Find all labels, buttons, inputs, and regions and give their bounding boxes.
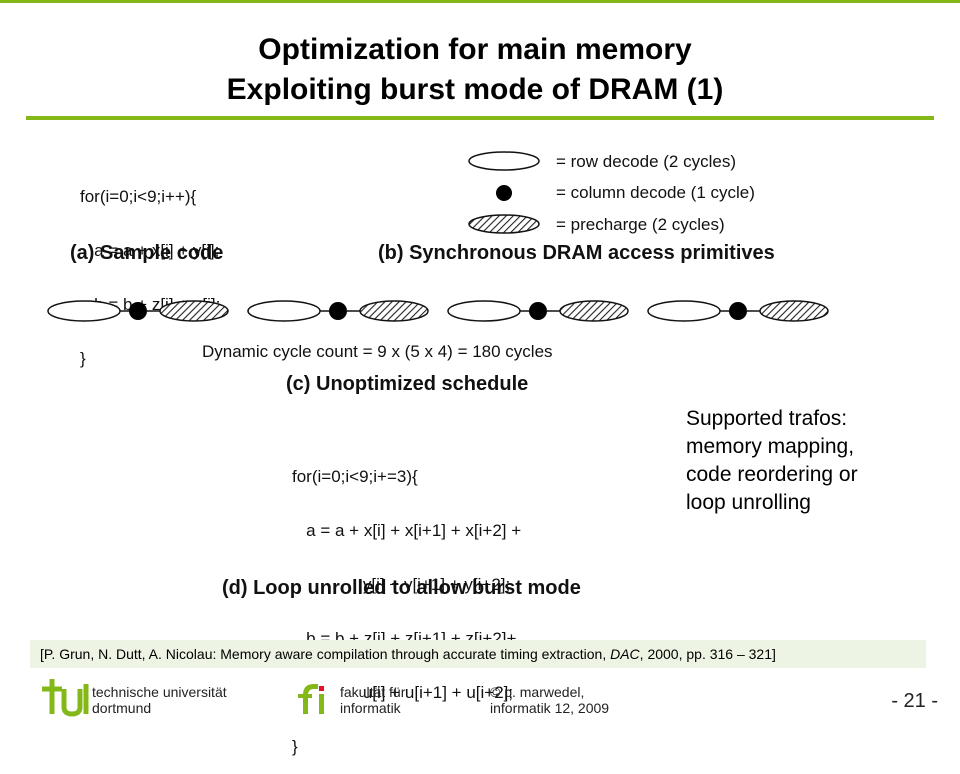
code-d-line: a = a + x[i] + x[i+1] + x[i+2] +	[292, 521, 522, 540]
title-line-1: Optimization for main memory	[258, 33, 692, 66]
footer-university-line: technische universität	[92, 684, 227, 700]
column-decode-dot	[729, 302, 747, 320]
footer-author: © p. marwedel, informatik 12, 2009	[490, 684, 609, 716]
schedule-group	[647, 300, 829, 322]
precharge-ellipse	[159, 300, 229, 322]
trafos-line: loop unrolling	[686, 491, 811, 514]
code-a-line: for(i=0;i<9;i++){	[80, 187, 197, 206]
footer-faculty-line: informatik	[340, 700, 401, 716]
footer-university-line: dortmund	[92, 700, 152, 716]
footer-university: technische universität dortmund	[92, 684, 227, 716]
precharge-ellipse	[759, 300, 829, 322]
legend-label-precharge: = precharge (2 cycles)	[556, 215, 725, 234]
code-a-line: a = a + x[i] + y[i];	[80, 241, 220, 260]
trafos-line: Supported trafos:	[686, 407, 848, 430]
citation-suffix: , 2000, pp. 316 – 321]	[639, 646, 776, 662]
unoptimized-schedule	[47, 300, 829, 322]
supported-trafos-text: Supported trafos: memory mapping, code r…	[686, 405, 858, 517]
footer-logos-svg	[42, 679, 324, 717]
trafos-line: code reordering or	[686, 463, 858, 486]
legend-label-row-decode: = row decode (2 cycles)	[556, 152, 736, 171]
caption-b: (b) Synchronous DRAM access primitives	[378, 242, 775, 264]
column-decode-dot	[529, 302, 547, 320]
citation-prefix: [P. Grun, N. Dutt, A. Nicolau: Memory aw…	[40, 646, 611, 662]
precharge-ellipse	[359, 300, 429, 322]
column-decode-dot	[129, 302, 147, 320]
slide-title: Optimization for main memory Exploiting …	[0, 30, 950, 110]
caption-d: (d) Loop unrolled to allow burst mode	[222, 577, 581, 599]
footer-author-line: © p. marwedel,	[490, 684, 585, 700]
caption-a: (a) Sample code	[70, 242, 224, 264]
tu-logo	[42, 679, 89, 717]
title-line-2: Exploiting burst mode of DRAM (1)	[226, 73, 724, 106]
citation-venue: DAC	[610, 646, 640, 662]
fi-logo	[298, 684, 324, 714]
schedule-group	[247, 300, 429, 322]
legend-column-decode-dot	[496, 185, 512, 201]
precharge-ellipse	[559, 300, 629, 322]
citation-box: [P. Grun, N. Dutt, A. Nicolau: Memory aw…	[30, 640, 926, 668]
footer-faculty-line: fakultät für	[340, 684, 406, 700]
code-d-line: for(i=0;i<9;i+=3){	[292, 467, 418, 486]
dram-diagram-svg	[47, 151, 829, 322]
top-accent-line	[0, 0, 960, 3]
legend-precharge-ellipse	[468, 214, 540, 234]
caption-c: (c) Unoptimized schedule	[286, 373, 529, 395]
code-d-line: u[i] + u[i+1] + u[i+2];	[292, 683, 514, 702]
unrolled-code-block: for(i=0;i<9;i+=3){ a = a + x[i] + x[i+1]…	[292, 432, 521, 774]
schedule-group	[47, 300, 229, 322]
code-d-line: y[i] + y[i+1] + y[i+2];	[292, 575, 511, 594]
column-decode-dot	[329, 302, 347, 320]
code-a-line: }	[80, 349, 86, 368]
page-number: - 21 -	[891, 690, 938, 712]
trafos-line: memory mapping,	[686, 435, 855, 458]
title-divider	[26, 116, 934, 120]
legend-label-column-decode: = column decode (1 cycle)	[556, 183, 755, 202]
schedule-group	[447, 300, 629, 322]
code-d-line: }	[292, 737, 298, 756]
footer-faculty: fakultät für informatik	[340, 684, 405, 716]
footer-author-line: informatik 12, 2009	[490, 700, 610, 716]
legend-row-decode-ellipse	[468, 151, 540, 171]
dynamic-cycle-count: Dynamic cycle count = 9 x (5 x 4) = 180 …	[202, 342, 553, 361]
